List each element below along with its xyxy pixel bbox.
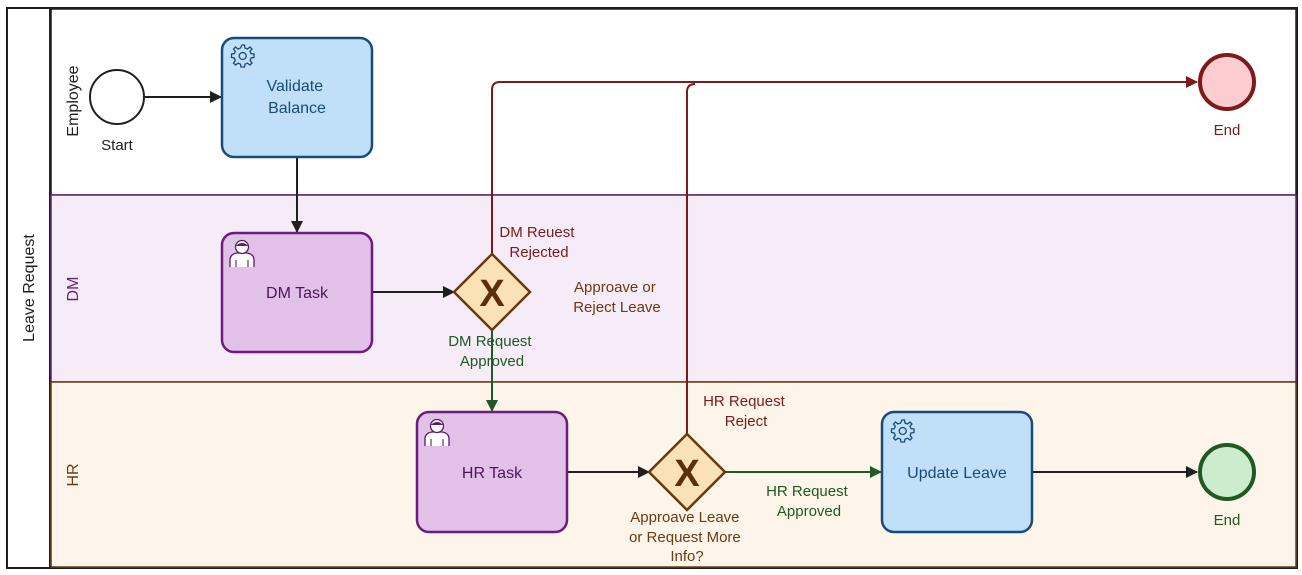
flow-label-dm-rejected: DM Reuest Rejected [499, 224, 578, 261]
gateway-hr-decision[interactable]: X [647, 432, 727, 512]
end-event-completed-label: End [1214, 512, 1241, 529]
sequence-flows [145, 76, 1198, 478]
svg-text:Validate Balance: Validate Balance [266, 78, 327, 117]
end-event-rejected-label: End [1214, 122, 1241, 139]
gateway-hr-marker: X [674, 453, 700, 495]
task-dm[interactable]: DM Task [220, 231, 374, 354]
start-event-label: Start [101, 137, 134, 154]
lane-employee-label: Employee [65, 65, 82, 136]
gateway-dm-decision[interactable]: X [452, 252, 532, 332]
end-event-rejected[interactable]: End [1198, 53, 1256, 139]
task-validate-line2: Balance [268, 100, 326, 117]
lane-dm-label: DM [65, 277, 82, 302]
flow-label-hr-reject: HR Request Reject [703, 393, 789, 430]
task-update-leave-label: Update Leave [907, 465, 1007, 482]
start-event[interactable]: Start [89, 69, 145, 154]
task-hr-label: HR Task [462, 465, 523, 482]
flow-dm-rejected [491, 76, 1198, 254]
task-dm-label: DM Task [266, 285, 329, 302]
pool-label: Leave Request [21, 234, 38, 342]
task-hr[interactable]: HR Task [415, 410, 569, 534]
flow-label-hr-approved: HR Request Approved [766, 483, 852, 520]
task-update-leave[interactable]: Update Leave [880, 410, 1034, 534]
task-validate-balance[interactable]: Validate Balance [220, 36, 374, 159]
gateway-dm-marker: X [479, 273, 505, 315]
lane-hr-label: HR [65, 463, 82, 486]
gateway-dm-label: Approave or Reject Leave [573, 279, 661, 316]
task-validate-line1: Validate [266, 78, 323, 95]
end-event-completed[interactable]: End [1198, 443, 1256, 529]
gateway-hr-label: Approave Leave or Request More Info? [629, 509, 745, 565]
flow-label-dm-approved: DM Request Approved [448, 333, 536, 370]
flow-hr-reject [686, 83, 696, 434]
